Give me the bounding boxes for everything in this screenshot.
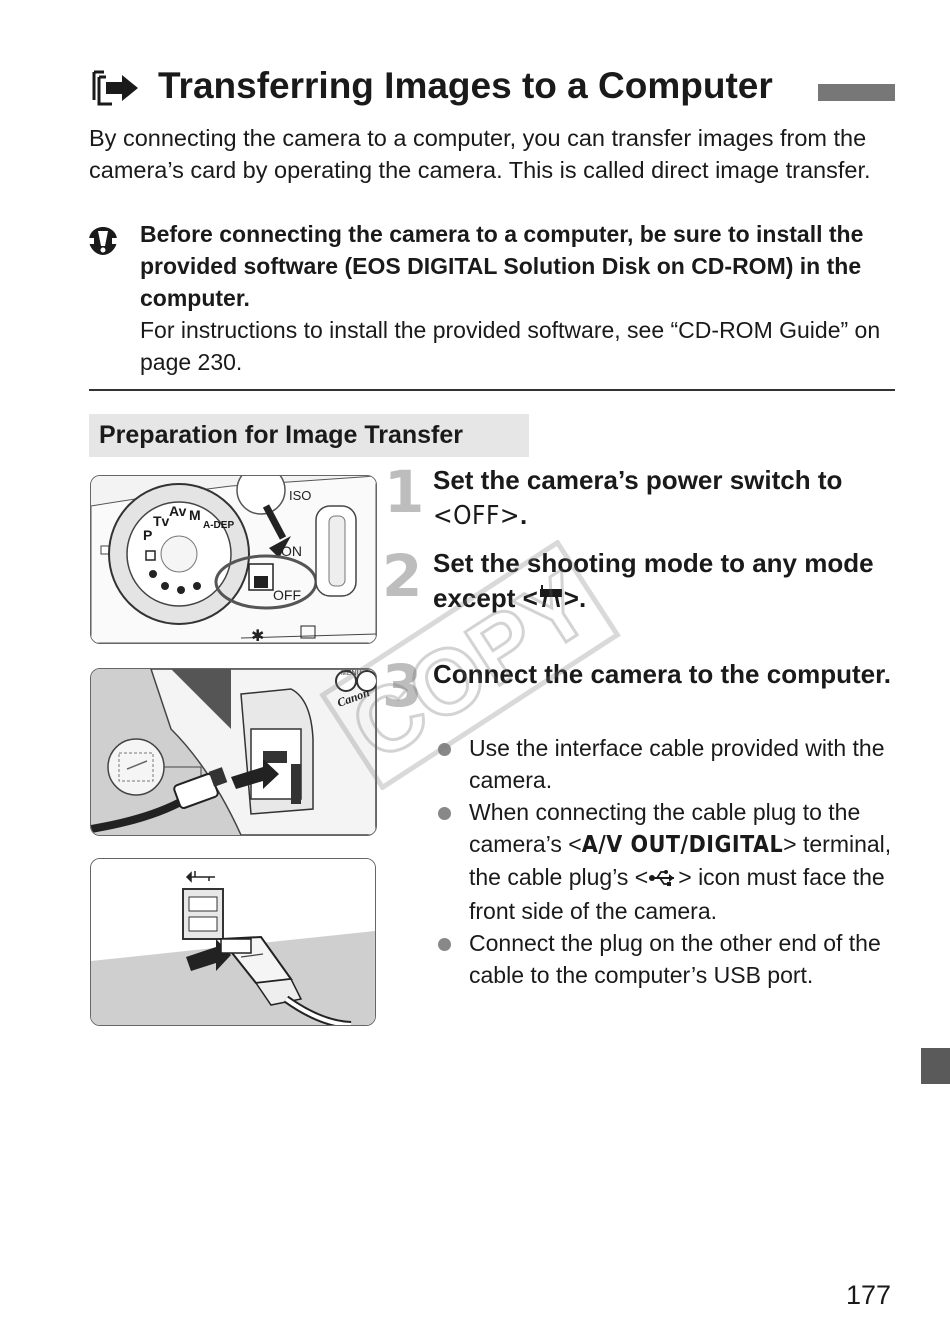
av-out-digital-symbol: A/V OUT/DIGITAL (581, 832, 784, 858)
page-number: 177 (846, 1280, 892, 1310)
section-divider (89, 389, 895, 391)
dial-label-av: Av (169, 503, 187, 519)
usb-icon (648, 863, 678, 895)
list-item: Use the interface cable provided with th… (437, 732, 907, 796)
dial-label-m: M (189, 507, 201, 523)
step-3-text: Connect the camera to the computer. (433, 659, 891, 689)
menu-label: MENU (341, 670, 362, 677)
step-1-text: Set the camera’s power switch to <OFF>. (433, 463, 903, 534)
svg-text:✱: ✱ (251, 626, 264, 643)
step-number-1: 1 (384, 458, 425, 526)
bullet-dot (438, 743, 451, 756)
step-3-bullets: Use the interface cable provided with th… (437, 732, 907, 991)
page-title: Transferring Images to a Computer (158, 65, 773, 106)
bullet-text-2-end: > icon must face the front side of the c… (469, 864, 885, 924)
usb-port-icon (185, 871, 215, 883)
off-label: OFF (273, 587, 301, 603)
off-symbol: <OFF> (433, 501, 521, 531)
caution-icon (88, 226, 118, 256)
title-decoration-bar (818, 84, 895, 101)
camera-terminal-illustration: MENU Canon (90, 668, 377, 836)
step-1-text-end: . (520, 500, 528, 530)
iso-label: ISO (289, 488, 311, 503)
bullet-text-2-mid: > terminal, the cable plug’s < (469, 831, 892, 890)
step-1-text-lead: Set the camera’s power switch to (433, 465, 843, 495)
usb-port-illustration (90, 858, 376, 1026)
dial-label-tv: Tv (153, 513, 170, 529)
bullet-dot (438, 807, 451, 820)
step-2-text-end: >. (563, 583, 587, 613)
section-heading: Preparation for Image Transfer (89, 414, 529, 457)
bullet-text-3: Connect the plug on the other end of the… (469, 930, 881, 988)
caution-note: For instructions to install the provided… (140, 317, 881, 375)
step-number-2: 2 (382, 542, 423, 610)
bullet-dot (438, 938, 451, 951)
power-switch-illustration: M Av Tv P A-DEP ISO ON OFF ✱ (90, 475, 377, 644)
movie-mode-icon (538, 583, 564, 618)
bullet-text-2-lead: When connecting the cable plug to the ca… (469, 799, 861, 857)
step-number-3: 3 (382, 652, 423, 720)
intro-paragraph: By connecting the camera to a computer, … (89, 125, 871, 183)
dial-label-p: P (143, 527, 152, 543)
caution-text: Before connecting the camera to a comput… (140, 221, 864, 311)
list-item: When connecting the cable plug to the ca… (437, 796, 907, 927)
direct-transfer-icon (92, 70, 142, 106)
section-heading-text: Preparation for Image Transfer (99, 421, 464, 449)
chapter-thumb-tab (921, 1048, 950, 1084)
on-label: ON (281, 543, 302, 559)
step-2-text: Set the shooting mode to any mode except… (433, 546, 903, 618)
step-2-text-lead: Set the shooting mode to any mode except… (433, 548, 874, 613)
bullet-text-1: Use the interface cable provided with th… (469, 735, 885, 793)
dial-label-adep: A-DEP (203, 520, 234, 531)
list-item: Connect the plug on the other end of the… (437, 927, 907, 991)
